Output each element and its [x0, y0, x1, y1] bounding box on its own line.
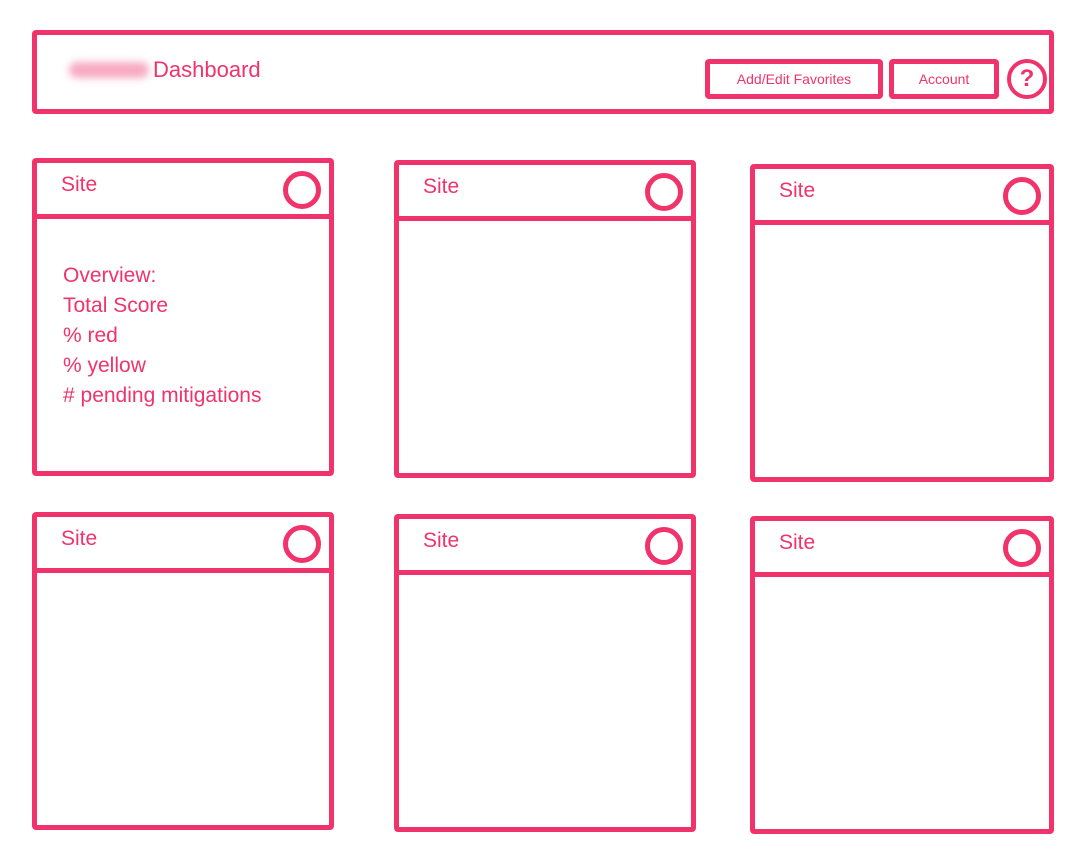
account-button[interactable]: Account: [889, 59, 999, 99]
site-card-circle-icon[interactable]: [1003, 177, 1041, 215]
site-card-2[interactable]: Site: [394, 160, 696, 478]
site-overview: Overview: Total Score % red % yellow # p…: [63, 261, 261, 411]
brand: Dashboard: [69, 57, 261, 83]
site-card-header: Site: [37, 517, 329, 573]
add-edit-favorites-button[interactable]: Add/Edit Favorites: [705, 59, 883, 99]
site-card-header: Site: [755, 521, 1049, 577]
site-card-header: Site: [399, 165, 691, 221]
overview-total-score: Total Score: [63, 294, 169, 317]
site-card-circle-icon[interactable]: [645, 173, 683, 211]
site-card-title: Site: [61, 527, 98, 550]
site-card-header: Site: [755, 169, 1049, 225]
overview-percent-red: % red: [63, 324, 118, 347]
site-card-circle-icon[interactable]: [645, 527, 683, 565]
site-card-title: Site: [779, 531, 816, 554]
top-bar: Dashboard Add/Edit Favorites Account ?: [32, 30, 1054, 114]
site-card-header: Site: [399, 519, 691, 575]
help-icon[interactable]: ?: [1007, 59, 1047, 99]
overview-heading: Overview:: [63, 264, 157, 287]
site-card-6[interactable]: Site: [750, 516, 1054, 834]
site-card-4[interactable]: Site: [32, 512, 334, 830]
site-card-1[interactable]: Site Overview: Total Score % red % yello…: [32, 158, 334, 476]
site-card-5[interactable]: Site: [394, 514, 696, 832]
site-card-header: Site: [37, 163, 329, 219]
page-title: Dashboard: [153, 57, 261, 82]
site-card-title: Site: [61, 173, 98, 196]
site-card-title: Site: [779, 179, 816, 202]
blurred-logo: [69, 62, 149, 78]
overview-percent-yellow: % yellow: [63, 354, 146, 377]
site-card-circle-icon[interactable]: [1003, 529, 1041, 567]
site-card-circle-icon[interactable]: [283, 525, 321, 563]
site-card-3[interactable]: Site: [750, 164, 1054, 482]
site-card-circle-icon[interactable]: [283, 171, 321, 209]
overview-pending-mitigations: # pending mitigations: [63, 384, 262, 407]
site-card-title: Site: [423, 175, 460, 198]
site-card-title: Site: [423, 529, 460, 552]
